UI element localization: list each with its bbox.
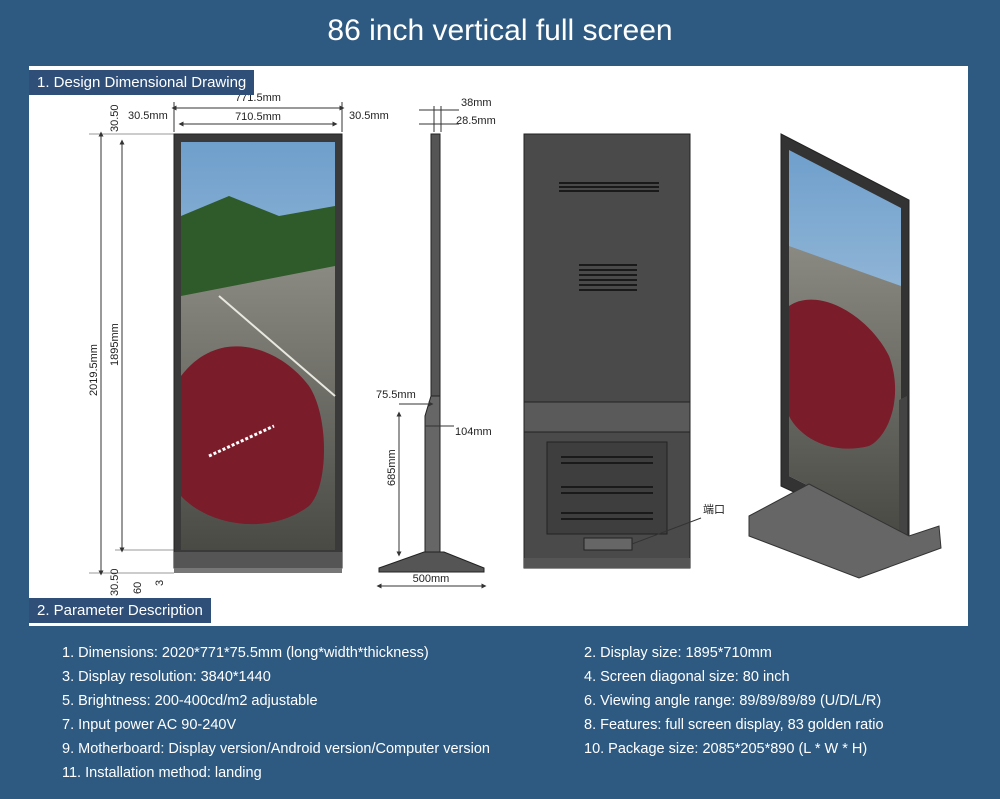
- dim-depth-755: 75.5mm: [376, 389, 416, 401]
- dim-depth-285: 28.5mm: [456, 115, 496, 127]
- front-dimensions: 771.5mm 710.5mm 30.5mm 30.5mm 2019.5mm 1…: [88, 92, 389, 596]
- param-item: 11. Installation method: landing: [62, 765, 262, 781]
- perspective-view: [748, 133, 942, 579]
- page-title: 86 inch vertical full screen: [327, 14, 673, 47]
- param-item: 5. Brightness: 200-400cd/m2 adjustable: [62, 693, 318, 709]
- dim-height-screen: 1895mm: [109, 323, 121, 366]
- param-item: 2. Display size: 1895*710mm: [584, 645, 772, 661]
- param-item: 1. Dimensions: 2020*771*75.5mm (long*wid…: [62, 645, 429, 661]
- dim-margin-right: 30.5mm: [349, 110, 389, 122]
- dim-bottom-60: 60: [132, 582, 144, 594]
- dim-margin-left: 30.5mm: [128, 110, 168, 122]
- dim-height-685: 685mm: [386, 449, 398, 486]
- back-view: 端口: [523, 133, 725, 569]
- dim-width-total: 771.5mm: [235, 92, 281, 104]
- section-tag-drawing: 1. Design Dimensional Drawing: [29, 70, 255, 95]
- section-tag-params: 2. Parameter Description: [29, 598, 211, 623]
- dim-bottom-small: 30.50: [109, 568, 121, 596]
- dim-depth-104: 104mm: [455, 426, 492, 438]
- param-item: 7. Input power AC 90-240V: [62, 717, 237, 733]
- dim-depth-38: 38mm: [461, 97, 492, 109]
- param-item: 3. Display resolution: 3840*1440: [62, 669, 271, 685]
- dim-height-total: 2019.5mm: [88, 344, 100, 396]
- param-item: 10. Package size: 2085*205*890 (L * W * …: [584, 741, 868, 757]
- param-item: 6. Viewing angle range: 89/89/89/89 (U/D…: [584, 693, 882, 709]
- front-view: [173, 133, 343, 573]
- dim-width-screen: 710.5mm: [235, 111, 281, 123]
- param-item: 4. Screen diagonal size: 80 inch: [584, 669, 790, 685]
- side-view: 38mm 28.5mm 75.5mm 104mm 685mm 500mm: [376, 97, 496, 589]
- param-item: 8. Features: full screen display, 83 gol…: [584, 717, 884, 733]
- port-label: 端口: [703, 503, 725, 516]
- dim-top-small: 30.50: [109, 104, 121, 132]
- dim-base-500: 500mm: [413, 573, 450, 585]
- param-item: 9. Motherboard: Display version/Android …: [62, 741, 490, 757]
- dimensional-drawing: 771.5mm 710.5mm 30.5mm 30.5mm 2019.5mm 1…: [88, 92, 942, 596]
- screen-image: [181, 142, 336, 550]
- dim-bottom-3: 3: [154, 580, 166, 586]
